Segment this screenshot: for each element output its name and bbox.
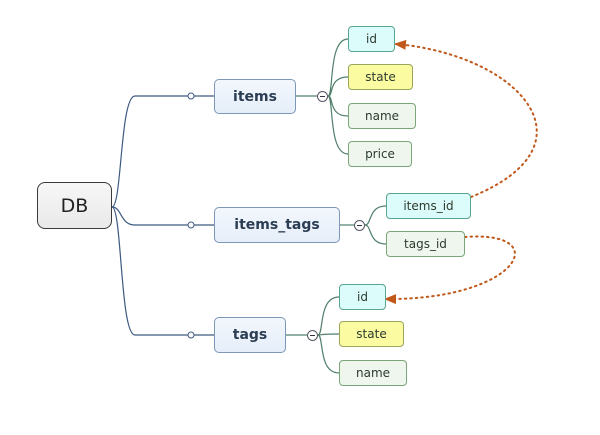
field-node-items-tags-tags-id[interactable]: tags_id — [386, 231, 465, 257]
field-node-tags-name[interactable]: name — [339, 360, 407, 386]
branch-dot-items-tags — [187, 221, 195, 229]
field-node-tags-id[interactable]: id — [339, 284, 386, 310]
branch-items-state — [327, 76, 349, 97]
field-node-items-id[interactable]: id — [348, 26, 395, 52]
branch-tags-name — [317, 334, 340, 374]
table-node-items[interactable]: items — [214, 79, 296, 114]
field-node-items-price[interactable]: price — [348, 141, 412, 167]
field-label: items_id — [403, 199, 454, 213]
branch-tags-id — [317, 296, 340, 336]
branch-items-tags-tags-id — [364, 224, 387, 245]
field-node-items-name[interactable]: name — [348, 103, 416, 129]
field-label: name — [355, 366, 391, 380]
branch-items-price — [327, 95, 349, 155]
branch-dot-tags — [187, 331, 195, 339]
branch-root-items — [111, 95, 214, 208]
root-node-db[interactable]: DB — [37, 182, 112, 229]
field-label: id — [366, 32, 377, 46]
branch-items-tags-items-id — [364, 205, 387, 226]
root-label: DB — [60, 194, 89, 217]
collapse-toggle-icon[interactable] — [307, 330, 318, 341]
table-node-tags[interactable]: tags — [214, 317, 286, 353]
table-label-items: items — [233, 88, 277, 105]
branch-root-items-tags — [111, 206, 214, 226]
field-label: state — [365, 70, 396, 84]
field-label: price — [365, 147, 395, 161]
relation-tags-id — [384, 235, 516, 305]
field-node-items-state[interactable]: state — [348, 64, 413, 90]
field-label: name — [364, 109, 400, 123]
relation-items-id — [394, 39, 538, 198]
field-node-tags-state[interactable]: state — [339, 321, 404, 347]
field-label: tags_id — [404, 237, 447, 251]
branch-tags-state — [317, 333, 340, 336]
table-label-items-tags: items_tags — [234, 217, 320, 233]
table-label-tags: tags — [232, 327, 268, 343]
field-node-items-tags-items-id[interactable]: items_id — [386, 193, 471, 219]
branch-root-tags — [111, 206, 214, 336]
field-label: id — [357, 290, 368, 304]
table-node-items-tags[interactable]: items_tags — [214, 207, 340, 243]
collapse-toggle-icon[interactable] — [317, 91, 328, 102]
branch-dot-items — [187, 92, 195, 100]
collapse-toggle-icon[interactable] — [354, 220, 365, 231]
branch-items-id — [327, 38, 349, 97]
field-label: state — [356, 327, 387, 341]
